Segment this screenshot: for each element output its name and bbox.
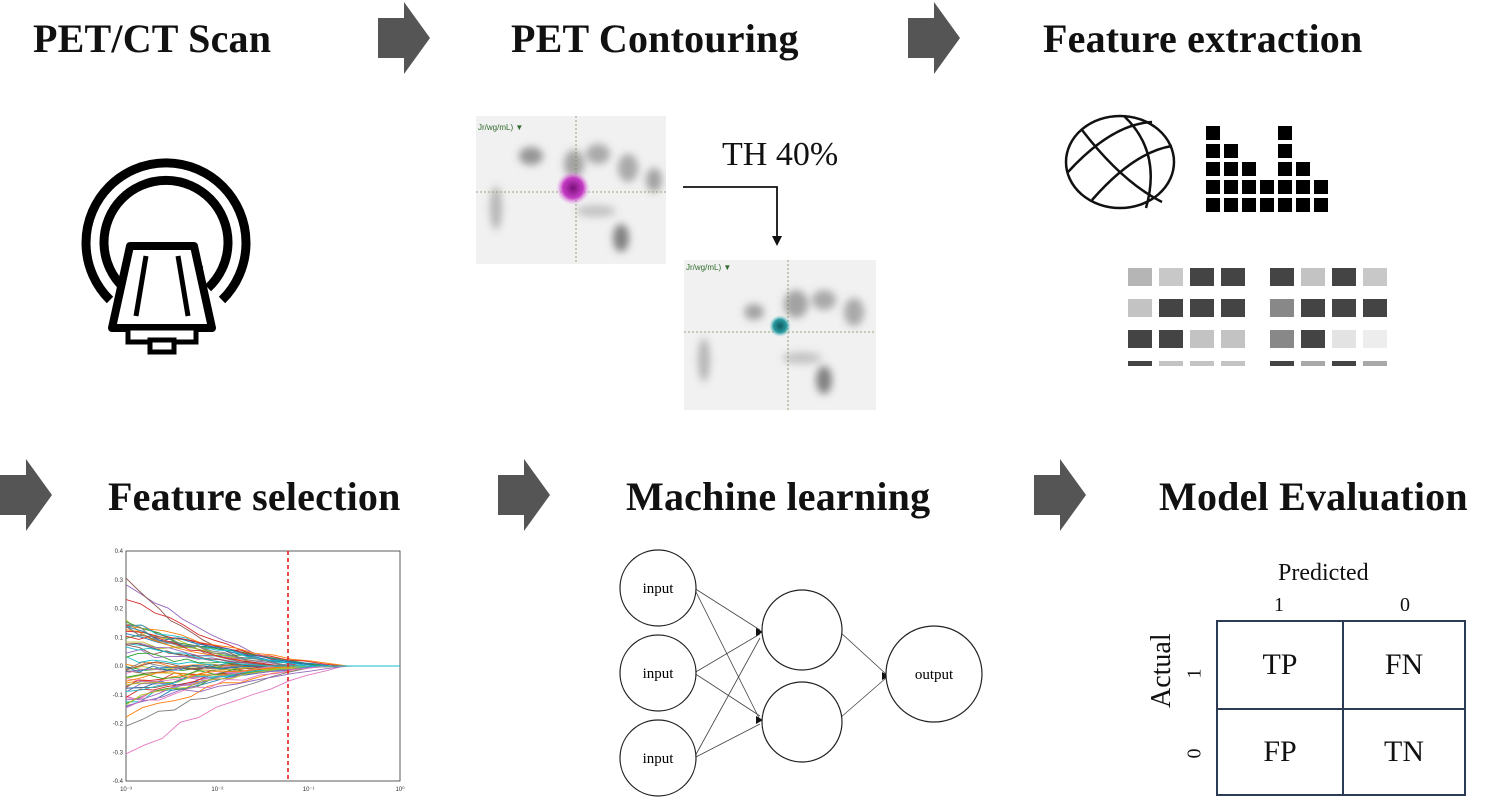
coefficient-path bbox=[125, 665, 400, 701]
scan-label: Jr/wg/mL) ▼ bbox=[686, 263, 731, 272]
x-tick-label: 10⁻¹ bbox=[303, 787, 315, 793]
stage-title-feature-selection: Feature selection bbox=[108, 474, 401, 519]
actual-row-1-label: 1 bbox=[1183, 668, 1206, 679]
output-node bbox=[885, 625, 983, 723]
output-node-label: output bbox=[915, 667, 954, 683]
texture-matrix-icon bbox=[1128, 268, 1387, 366]
stage-title-pet-ct-scan: PET/CT Scan bbox=[33, 16, 272, 61]
coefficient-path bbox=[125, 665, 400, 709]
x-tick-label: 10⁻² bbox=[211, 787, 223, 793]
threshold-label: TH 40% bbox=[722, 136, 839, 173]
y-tick-label: -0.2 bbox=[113, 722, 124, 728]
shape-feature-icon bbox=[1064, 114, 1176, 210]
pet-scan-image-original: Jr/wg/mL) ▼ bbox=[476, 116, 666, 264]
flow-arrow-icon bbox=[498, 459, 550, 531]
coefficient-path bbox=[125, 665, 400, 727]
lasso-path-plot: 0.4 0.3 0.2 0.1 0.0 -0.1 -0.2 -0.3 -0.4 10⁻³ 10⁻²… bbox=[113, 549, 405, 793]
actual-row-0-label: 0 bbox=[1183, 748, 1206, 759]
actual-axis-label: Actual bbox=[1146, 633, 1177, 708]
coefficient-path bbox=[125, 646, 400, 667]
scan-label: Jr/wg/mL) ▼ bbox=[478, 123, 523, 132]
coefficient-path bbox=[125, 625, 400, 667]
coefficient-path bbox=[125, 665, 400, 682]
flow-arrow-icon bbox=[378, 2, 430, 74]
coefficient-path bbox=[125, 577, 400, 667]
y-tick-label: 0.3 bbox=[115, 578, 124, 584]
hidden-node bbox=[761, 681, 843, 763]
stage-title-feature-extraction: Feature extraction bbox=[1043, 16, 1363, 61]
histogram-feature-icon bbox=[1206, 126, 1328, 212]
stage-title-pet-contouring: PET Contouring bbox=[511, 16, 799, 61]
y-tick-label: 0.2 bbox=[115, 607, 124, 613]
y-tick-label: 0.1 bbox=[115, 635, 124, 641]
coefficient-path bbox=[125, 665, 400, 755]
pet-scan-image-contoured: Jr/wg/mL) ▼ bbox=[684, 260, 876, 410]
coefficient-path bbox=[125, 665, 400, 706]
input-node bbox=[619, 634, 697, 712]
predicted-axis-label: Predicted bbox=[1278, 560, 1369, 586]
flow-arrow-icon bbox=[908, 2, 960, 74]
coefficient-path bbox=[125, 665, 400, 692]
false-negative-cell: FN bbox=[1384, 648, 1424, 681]
flow-arrow-icon bbox=[1034, 459, 1086, 531]
predicted-col-0-label: 0 bbox=[1400, 594, 1410, 616]
true-negative-cell: TN bbox=[1384, 735, 1424, 768]
stage-title-model-evaluation: Model Evaluation bbox=[1159, 474, 1468, 519]
input-node-label: input bbox=[643, 666, 675, 682]
neural-network-diagram: input input input output bbox=[619, 549, 983, 797]
false-positive-cell: FP bbox=[1263, 735, 1297, 768]
input-node bbox=[619, 719, 697, 797]
input-node-label: input bbox=[643, 581, 675, 597]
flow-arrow-icon bbox=[0, 459, 52, 531]
hidden-node bbox=[761, 589, 843, 671]
pet-ct-scanner-icon bbox=[81, 158, 251, 355]
input-node-label: input bbox=[643, 751, 675, 767]
input-node bbox=[619, 549, 697, 627]
y-tick-label: -0.3 bbox=[113, 750, 124, 756]
coefficient-path bbox=[125, 625, 400, 667]
y-tick-label: 0.4 bbox=[115, 549, 124, 555]
y-tick-label: -0.4 bbox=[113, 779, 124, 785]
x-tick-label: 10⁻³ bbox=[120, 787, 132, 793]
threshold-connector-arrow bbox=[683, 186, 782, 246]
confusion-matrix: TP FN FP TN bbox=[1216, 620, 1466, 796]
x-tick-label: 10⁰ bbox=[395, 786, 405, 793]
coefficient-path bbox=[125, 624, 400, 667]
predicted-col-1-label: 1 bbox=[1274, 594, 1284, 616]
y-tick-label: 0.0 bbox=[115, 664, 124, 670]
y-tick-label: -0.1 bbox=[113, 693, 124, 699]
true-positive-cell: TP bbox=[1262, 648, 1298, 681]
stage-title-machine-learning: Machine learning bbox=[626, 474, 931, 519]
coefficient-path bbox=[125, 665, 400, 707]
